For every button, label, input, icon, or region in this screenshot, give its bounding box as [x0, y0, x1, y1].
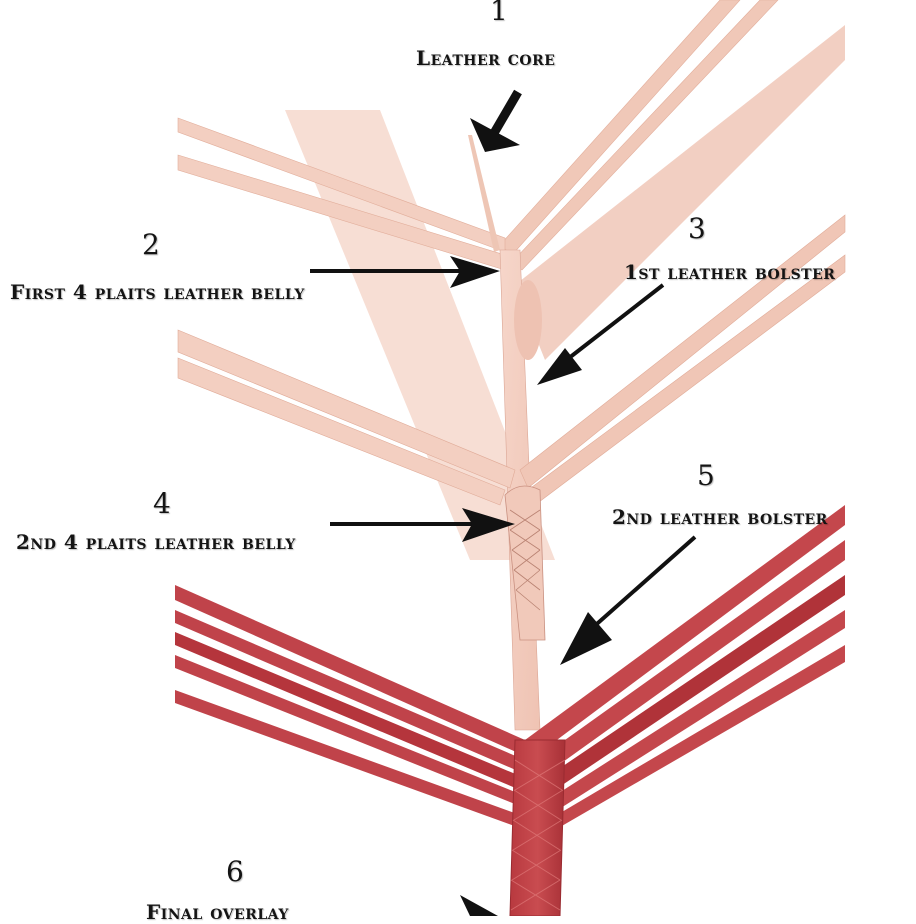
arrow-step-2 [310, 256, 500, 288]
red-right-strips [525, 505, 845, 834]
step-1-label: Leather Core [416, 46, 556, 70]
step-3-number: 3 [688, 212, 707, 245]
step-2-number: 2 [142, 228, 161, 261]
step-2-label: First 4 Plaits Leather Belly [10, 280, 305, 304]
mid-left-strips [177, 329, 516, 506]
step-5-number: 5 [697, 459, 716, 492]
arrow-step-4 [330, 508, 515, 542]
step-6-label: Final Overlay [146, 900, 289, 924]
bolster-bump-1 [514, 280, 542, 360]
wide-leather-strip-right [515, 25, 845, 360]
step-5-label: 2nd Leather Bolster [612, 505, 828, 529]
step-3-label: 1st Leather Bolster [624, 260, 836, 284]
step-4-number: 4 [153, 487, 172, 520]
step-1-number: 1 [490, 0, 509, 27]
plait-lines [509, 509, 541, 611]
red-left-strips [175, 585, 525, 828]
step-6-number: 6 [226, 855, 245, 888]
arrow-step-1 [470, 89, 522, 152]
leather-core-strand [468, 135, 500, 252]
arrow-step-3 [537, 283, 665, 385]
plait-section-2 [504, 485, 546, 641]
final-overlay-handle [509, 739, 566, 917]
handle-plait-lines [510, 759, 566, 911]
step-4-label: 2nd 4 Plaits Leather Belly [16, 530, 296, 554]
arrow-step-6 [460, 895, 498, 916]
arrow-step-5 [560, 535, 697, 665]
